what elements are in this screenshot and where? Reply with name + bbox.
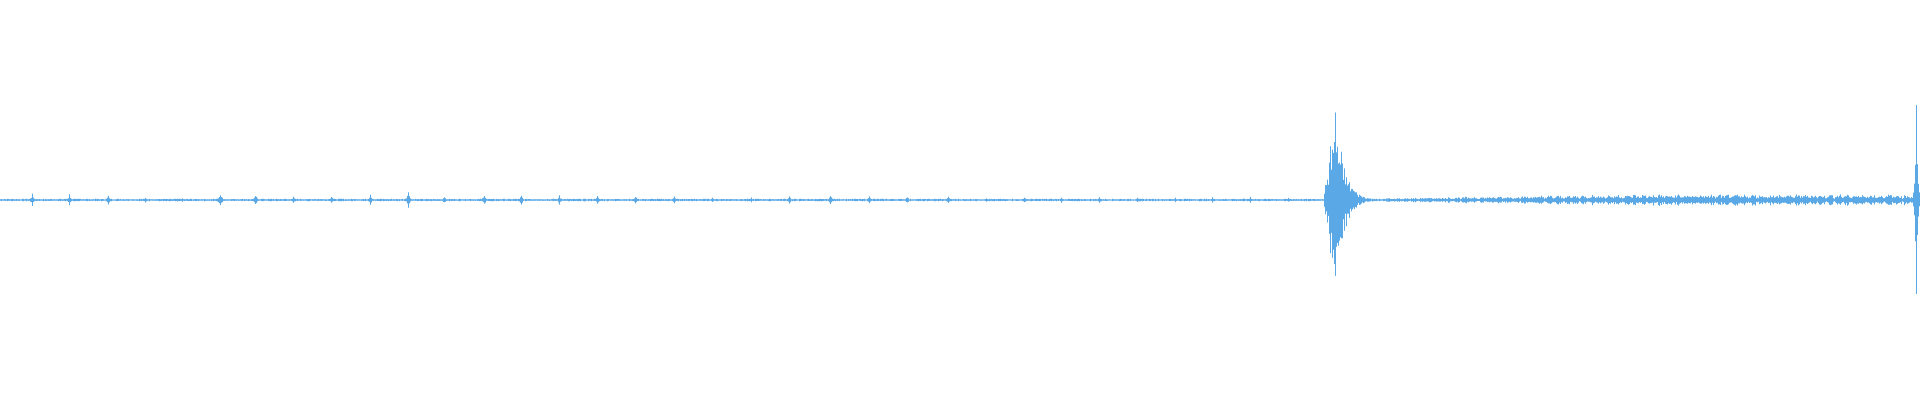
waveform-samples [0, 105, 1920, 294]
waveform-trace [0, 105, 1920, 294]
